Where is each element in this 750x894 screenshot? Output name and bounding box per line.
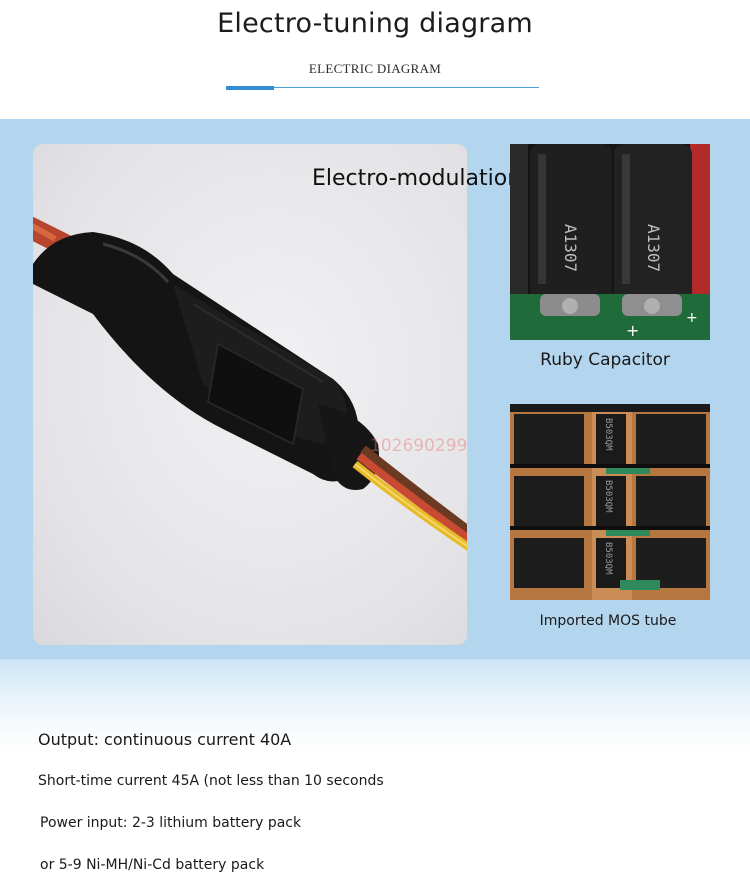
svg-text:B503QM: B503QM [603, 480, 613, 513]
svg-text:A1307: A1307 [644, 224, 663, 272]
spec-short-time-current: Short-time current 45A (not less than 10… [38, 773, 384, 789]
title-divider [226, 87, 539, 88]
svg-text:A1307: A1307 [561, 224, 580, 272]
svg-text:B503QM: B503QM [603, 418, 613, 451]
svg-text:B503QM: B503QM [603, 542, 613, 575]
photo-watermark: 102690299 [370, 436, 468, 456]
capacitor-photo-icon: A1307 A1307 + + [510, 144, 710, 340]
mos-tube-label: Imported MOS tube [539, 613, 677, 629]
page-subtitle: ELECTRIC DIAGRAM [308, 61, 442, 76]
spec-battery-alternative: or 5-9 Ni-MH/Ni-Cd battery pack [40, 857, 265, 873]
esc-product-photo [33, 144, 467, 645]
page-title: Electro-tuning diagram [217, 8, 533, 39]
svg-text:+: + [626, 321, 639, 340]
svg-text:+: + [686, 310, 698, 326]
spec-panel [0, 659, 750, 894]
esc-module-image [33, 216, 467, 551]
title-divider-accent [226, 86, 274, 90]
capacitor-label: Ruby Capacitor [540, 350, 670, 370]
spec-power-input: Power input: 2-3 lithium battery pack [40, 815, 302, 831]
esc-photo-label: Electro-modulation [312, 166, 522, 191]
header: Electro-tuning diagram ELECTRIC DIAGRAM [0, 0, 750, 120]
spec-output-current: Output: continuous current 40A [38, 730, 292, 749]
mos-tube-photo-icon: B503QM B503QM B503QM [510, 404, 710, 600]
